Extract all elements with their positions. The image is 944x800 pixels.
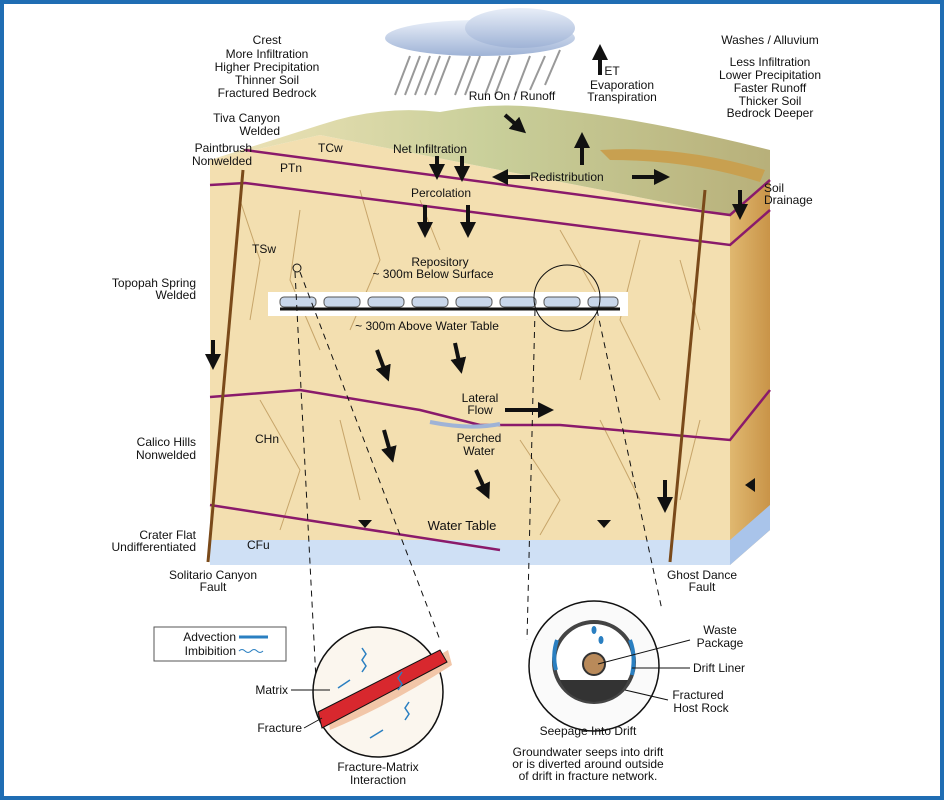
fracture-label: Fracture [257, 721, 302, 735]
chn-label: CHn [255, 432, 279, 446]
waste-package-label-1: Waste [703, 623, 737, 637]
percolation-label: Percolation [411, 186, 471, 200]
topopah-label-2: Welded [156, 288, 196, 302]
svg-text:Crest: Crest [253, 33, 282, 47]
water-table-side [730, 505, 770, 565]
solitario-canyon-fault [206, 169, 245, 563]
water-table-markers [358, 478, 755, 528]
topopah-label-1: Topopah Spring [112, 276, 196, 290]
imbibition-wave-icon [238, 649, 264, 653]
fracture-leader [303, 717, 323, 729]
fracture-caption-1: Fracture-Matrix [337, 760, 418, 774]
svg-text:Evaporation: Evaporation [590, 78, 654, 92]
svg-text:Transpiration: Transpiration [587, 90, 657, 104]
ghost-dance-fault [668, 189, 707, 563]
svg-text:Faster Runoff: Faster Runoff [734, 81, 807, 95]
legend-advection: Advection [183, 630, 236, 644]
matrix-label: Matrix [255, 683, 288, 697]
flow-arrows [205, 44, 748, 513]
front-face [210, 135, 730, 565]
drift-liner-label: Drift Liner [693, 661, 745, 675]
waste-package-label-2: Package [697, 636, 744, 650]
paintbrush-label-2: Nonwelded [192, 154, 252, 168]
svg-text:Bedrock Deeper: Bedrock Deeper [727, 106, 814, 120]
right-side-face [730, 180, 770, 565]
lateral-flow-label-2: Flow [467, 403, 493, 417]
washes-labels: Washes / Alluvium Less InfiltrationLower… [719, 33, 821, 120]
run-on-label: Run On / Runoff [469, 89, 556, 103]
land-surface [210, 105, 770, 215]
above-water-label: ~ 300m Above Water Table [355, 319, 499, 333]
svg-text:Thicker Soil: Thicker Soil [739, 94, 802, 108]
ptn-label: PTn [280, 161, 302, 175]
svg-text:Fractured Bedrock: Fractured Bedrock [218, 86, 318, 100]
seepage-title: Seepage Into Drift [540, 724, 637, 738]
svg-text:Lower Precipitation: Lower Precipitation [719, 68, 821, 82]
perched-water [429, 420, 501, 429]
seepage-caption-3: of drift in fracture network. [519, 769, 658, 783]
seepage-caption-1: Groundwater seeps into drift [513, 745, 664, 759]
drift-zoom-circle [533, 264, 601, 332]
calico-label-1: Calico Hills [137, 435, 196, 449]
seepage-drift-inset [528, 600, 691, 732]
host-rock-label-1: Fractured [672, 688, 723, 702]
perched-water-label-2: Water [463, 444, 495, 458]
redistribution-label: Redistribution [530, 170, 603, 184]
soil-drainage-label-2: Drainage [764, 193, 813, 207]
perched-water-label-1: Perched [457, 431, 502, 445]
tcw-label: TCw [318, 141, 343, 155]
alluvium [600, 149, 765, 182]
rain-cloud-icon [385, 8, 575, 96]
cfu-label: CFu [247, 538, 270, 552]
soil-drainage-label-1: Soil [764, 181, 784, 195]
ghost-label-2: Fault [689, 580, 716, 594]
svg-text:Thinner Soil: Thinner Soil [235, 73, 299, 87]
tiva-label-2: Welded [240, 124, 280, 138]
svg-text:Washes / Alluvium: Washes / Alluvium [721, 33, 819, 47]
repository-label-1: Repository [411, 255, 468, 269]
crater-label-2: Undifferentiated [111, 540, 196, 554]
water-table-band [210, 540, 730, 565]
solitario-label-1: Solitario Canyon [169, 568, 257, 582]
ghost-label-1: Ghost Dance [667, 568, 737, 582]
svg-text:Less Infiltration: Less Infiltration [730, 55, 811, 69]
drift-tunnels [279, 296, 619, 308]
crater-label-1: Crater Flat [139, 528, 196, 542]
tsw-label: TSw [252, 242, 276, 256]
calico-label-2: Nonwelded [136, 448, 196, 462]
water-table-label: Water Table [428, 518, 497, 533]
fracture-matrix-inset [312, 626, 452, 758]
net-infiltration-label: Net Infiltration [393, 142, 467, 156]
legend-imbibition: Imbibition [185, 644, 236, 658]
fracture-zoom-circle [292, 263, 302, 273]
svg-text:Higher Precipitation: Higher Precipitation [215, 60, 320, 74]
seepage-caption-2: or is diverted around outside [512, 757, 664, 771]
svg-text:More Infiltration: More Infiltration [226, 47, 309, 61]
tiva-label-1: Tiva Canyon [213, 111, 280, 125]
legend-box [153, 626, 287, 662]
paintbrush-label-1: Paintbrush [195, 141, 252, 155]
fracture-caption-2: Interaction [350, 773, 406, 787]
solitario-label-2: Fault [200, 580, 227, 594]
lateral-flow-label-1: Lateral [462, 391, 499, 405]
callout-lines [294, 271, 663, 681]
host-rock-label-2: Host Rock [673, 701, 729, 715]
repository-label-2: ~ 300m Below Surface [372, 267, 493, 281]
svg-text:ET: ET [604, 64, 620, 78]
